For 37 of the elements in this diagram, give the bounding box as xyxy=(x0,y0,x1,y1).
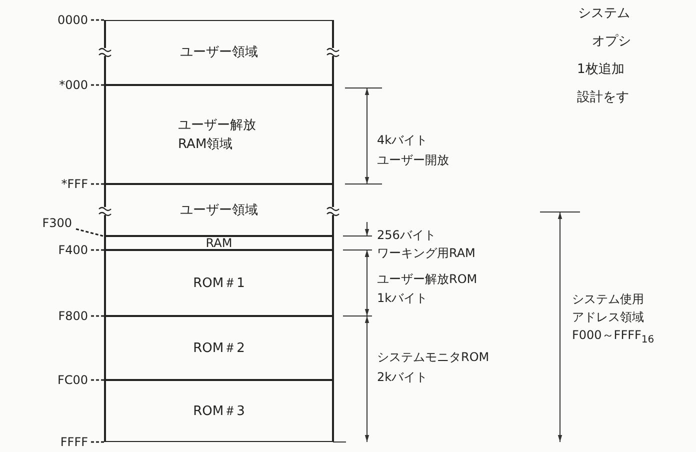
annotation-text: 設計をす xyxy=(577,90,629,105)
region-label: ROM＃1 xyxy=(193,274,245,292)
annotation-text: システム使用 xyxy=(572,292,644,307)
address-label: F300 xyxy=(42,216,72,231)
annotation-text: 256バイト xyxy=(377,228,436,243)
address-label: FFFF xyxy=(60,435,88,450)
annotation-text: オプシ xyxy=(592,34,631,49)
region-label: ユーザー解放RAM領域 xyxy=(178,116,258,154)
annotation-text: 2kバイト xyxy=(377,370,428,385)
annotation-text: 4kバイト xyxy=(377,133,428,148)
region-label: ROM＃3 xyxy=(193,402,245,420)
annotation-text: 1kバイト xyxy=(377,291,428,306)
address-label: FC00 xyxy=(57,373,88,388)
address-label: *FFF xyxy=(61,177,88,192)
annotation-text: システム xyxy=(578,6,630,21)
memory-region xyxy=(105,380,333,442)
region-label: ユーザー領域 xyxy=(180,202,258,220)
annotation-text: F000～FFFF$_{16}$ xyxy=(572,328,654,348)
annotation-text: システムモニタROM xyxy=(377,350,490,365)
memory-region xyxy=(105,20,333,85)
memory-region xyxy=(105,184,333,236)
address-label: F400 xyxy=(58,243,88,258)
annotation-text: アドレス領域 xyxy=(572,310,644,325)
memory-region xyxy=(105,236,333,250)
memory-region xyxy=(105,316,333,380)
memory-region xyxy=(105,85,333,184)
address-label: 0000 xyxy=(57,13,88,28)
address-label: *000 xyxy=(59,78,88,93)
annotation-text: 1枚追加 xyxy=(577,62,624,77)
annotation-text: ユーザー解放ROM xyxy=(377,272,478,287)
region-label: ROM＃2 xyxy=(193,340,245,358)
annotation-text: ワーキング用RAM xyxy=(377,246,476,261)
region-label: ユーザー領域 xyxy=(180,44,258,62)
annotation-text: ユーザー開放 xyxy=(377,153,449,168)
address-label: F800 xyxy=(58,309,88,324)
memory-region xyxy=(105,250,333,316)
region-label: RAM xyxy=(206,237,232,249)
